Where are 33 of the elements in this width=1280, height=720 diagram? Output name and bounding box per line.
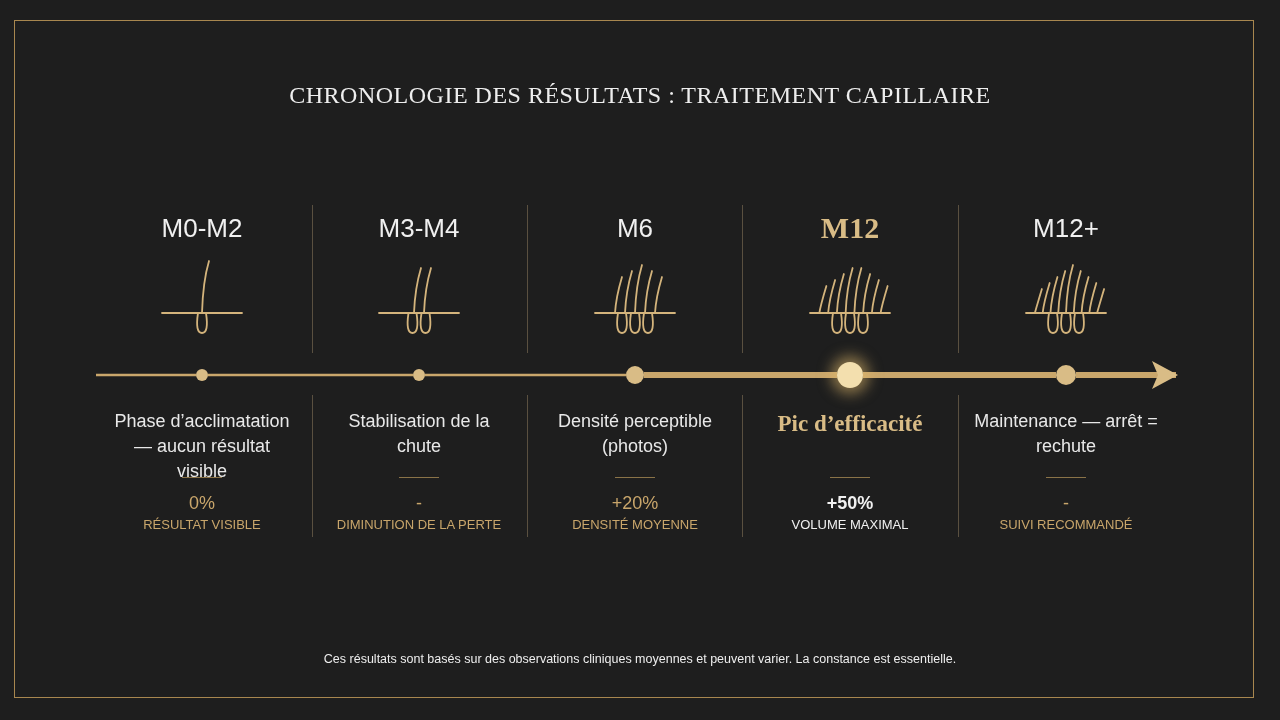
period-label: M12+ [1032,213,1100,243]
result-caption: RÉSULTAT VISIBLE [142,517,262,532]
percentage-value: - [1062,493,1070,514]
timeline-line [863,372,1056,378]
result-caption: DIMINUTION DE LA PERTE [335,517,503,532]
timeline-line [425,373,626,377]
result-caption: VOLUME MAXIMAL [790,517,910,532]
period-label: M6 [615,213,655,243]
percentage-value: - [415,493,423,514]
percentage-value: +20% [610,493,660,514]
timeline-dot [626,366,644,384]
result-caption: SUIVI RECOMMANDÉ [998,517,1134,532]
phase-description: Pic d’efficacité [776,410,924,438]
phase-description: Stabilisation de la chute [347,410,491,458]
period-label: M0-M2 [160,213,244,243]
title-text: CHRONOLOGIE DES RÉSULTATS : TRAITEMENT CAPILLAIRE [288,82,992,109]
timeline-line [96,373,196,377]
period-label: M12 [819,213,881,243]
percentage-value: +50% [825,493,875,514]
phase-description: Phase d’acclimatation — aucun résultat visible [113,410,291,483]
percentage-value: 0% [188,493,216,514]
timeline-line [644,372,837,378]
timeline-dot [837,362,863,388]
timeline-dot [413,369,425,381]
timeline-dot [1056,365,1076,385]
footnote-text: Ces résultats sont basés sur des observations cliniques moyennes et peuvent varier. La constance est essentielle. [322,652,958,666]
period-label: M3-M4 [377,213,461,243]
phase-description: Densité perceptible (photos) [556,410,714,458]
phase-description: Maintenance — arrêt = rechute [973,410,1159,458]
timeline-dot [196,369,208,381]
result-caption: DENSITÉ MOYENNE [571,517,699,532]
timeline-arrow [1076,361,1178,389]
timeline-line [208,373,413,377]
